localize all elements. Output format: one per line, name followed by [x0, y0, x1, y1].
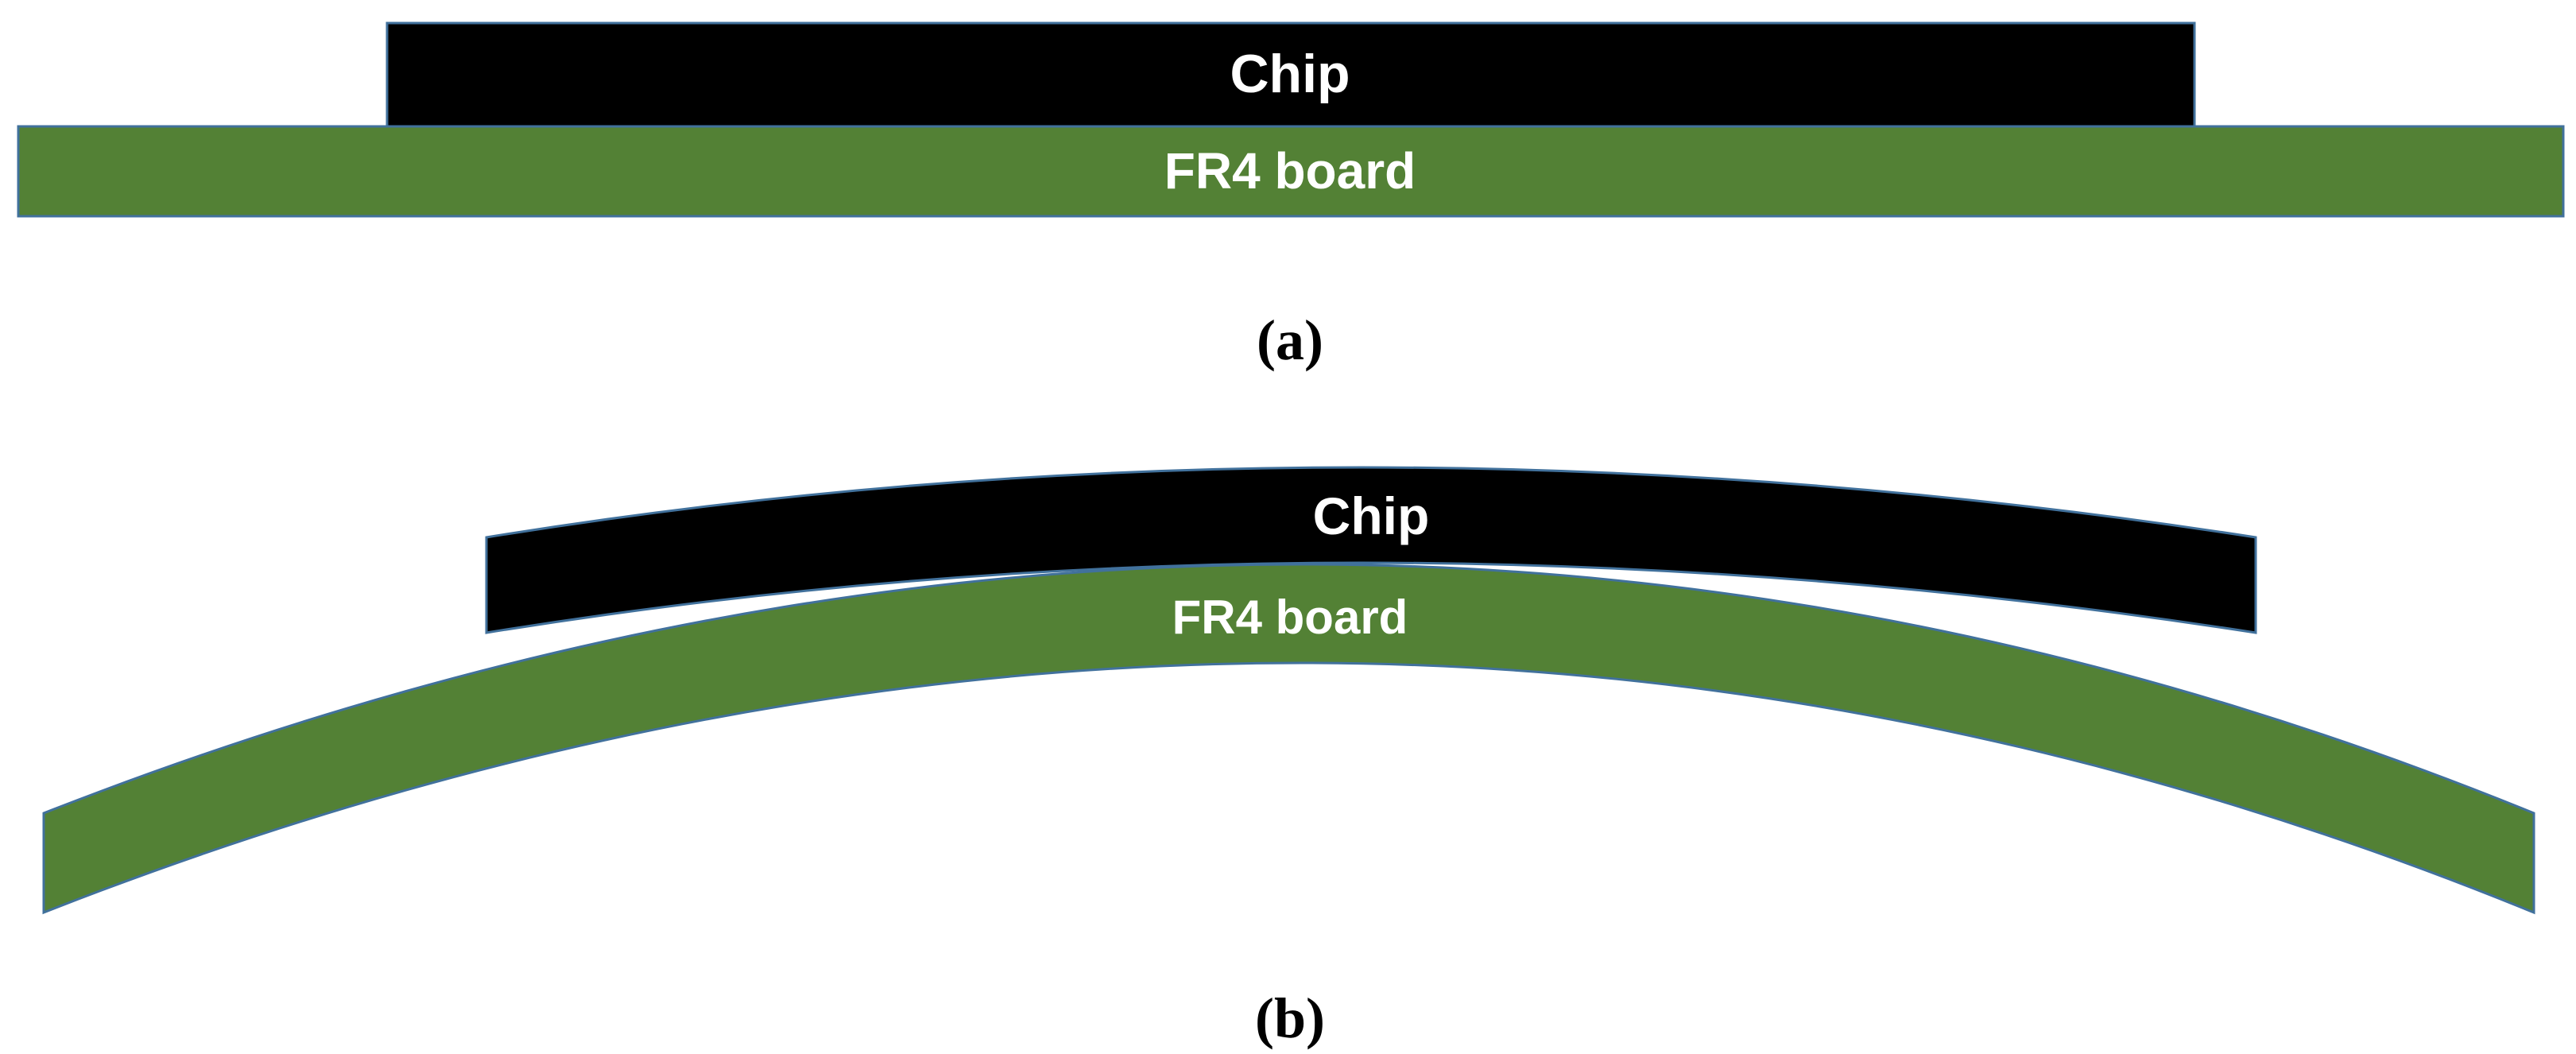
- panel-b-chip-label: Chip: [1313, 486, 1430, 545]
- panel-a-chip: [385, 21, 2196, 128]
- panel-a-caption: (a): [1257, 308, 1323, 372]
- panel-b-board: [42, 563, 2535, 915]
- panel-a: Chip FR4 board (a): [17, 21, 2565, 372]
- panel-b-chip: [485, 466, 2257, 634]
- panel-a-board-label: FR4 board: [1164, 142, 1416, 200]
- panel-b-caption: (b): [1255, 986, 1325, 1050]
- panel-b-board-label: FR4 board: [1172, 591, 1408, 644]
- panel-a-board: [17, 125, 2565, 218]
- panel-b: Chip FR4 board (b): [42, 466, 2535, 1050]
- panel-a-chip-label: Chip: [1230, 44, 1350, 104]
